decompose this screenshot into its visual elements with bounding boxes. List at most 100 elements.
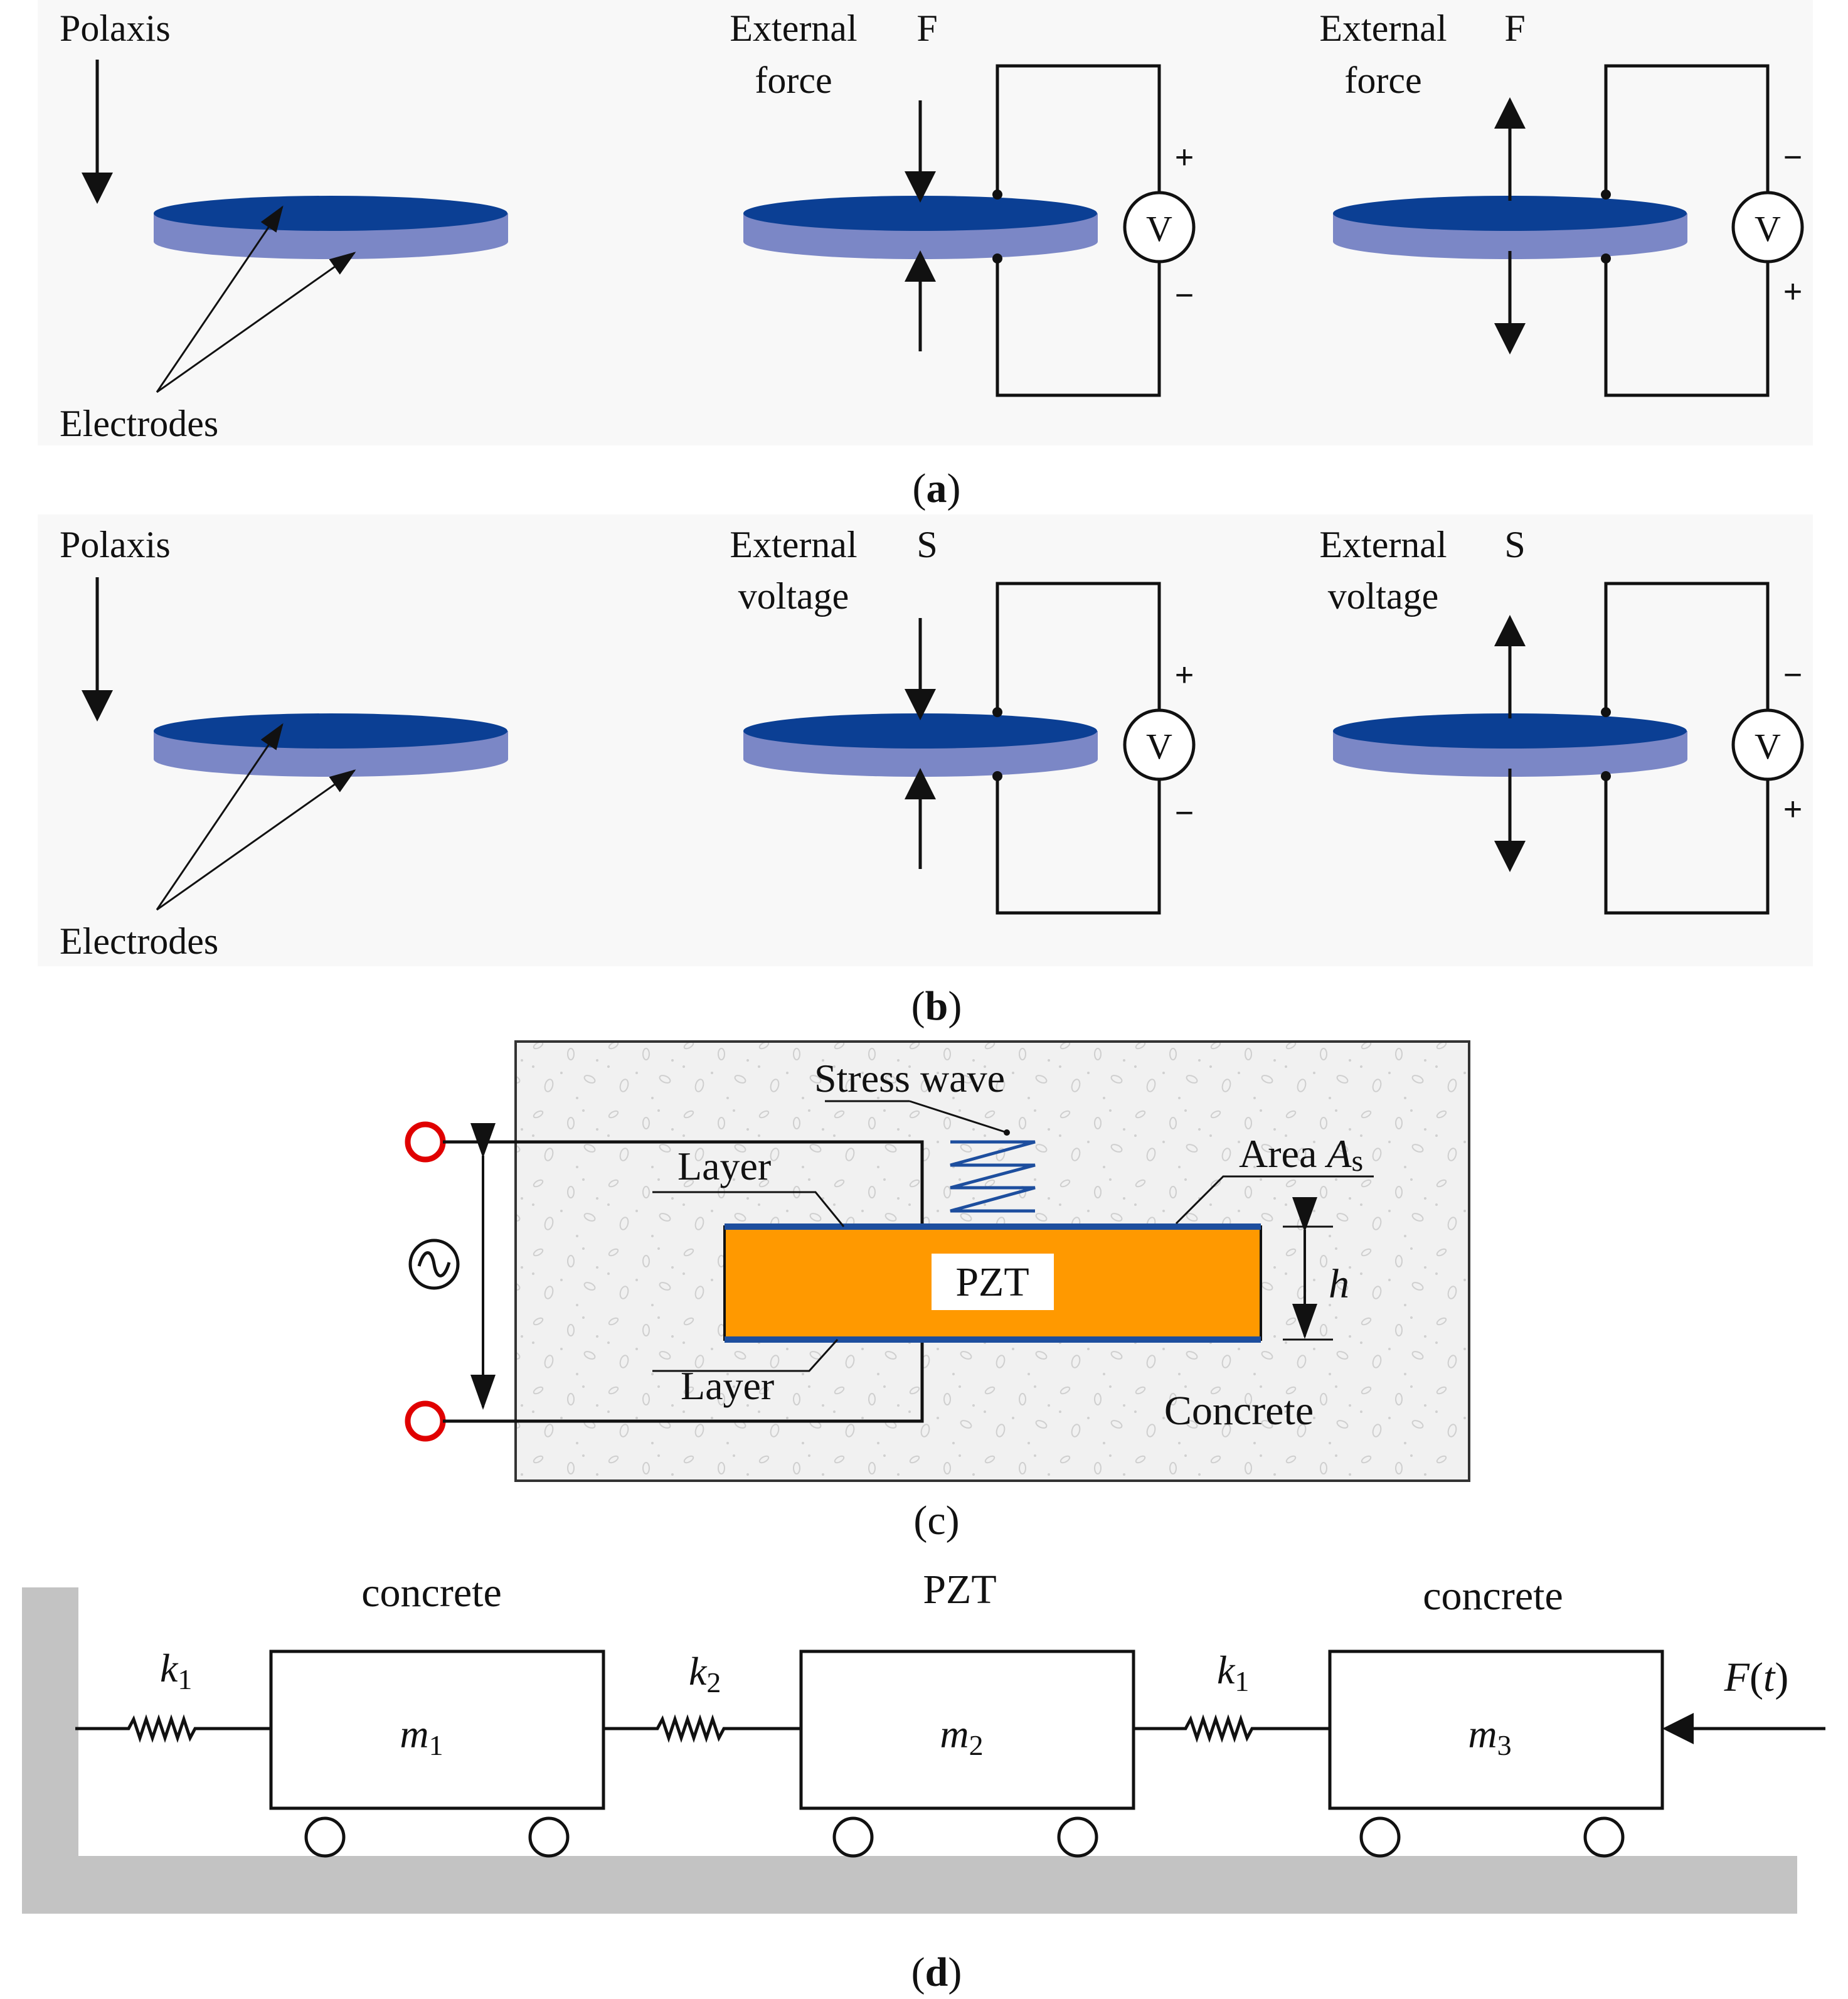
layer-top-label: Layer [677,1144,771,1188]
panel-a-right-tension: External force F V − + [1319,8,1804,397]
area-leader [1175,1175,1374,1225]
panel-a-caption: (a) [913,466,961,511]
electrode-contact-bottom [1601,771,1611,781]
polaxis-label: Polaxis [60,524,171,565]
polaxis-label: Polaxis [60,8,171,49]
terminal-bottom [405,1400,446,1442]
polarity-plus: + [1783,274,1802,310]
mass-label-concrete-2: concrete [1423,1573,1563,1619]
voltmeter-letter: V [1755,208,1781,249]
wheel-icon [528,1816,570,1858]
polarity-minus: − [1175,277,1194,314]
electrode-pointer-top [156,723,284,910]
mass-block-3: m3 [1328,1650,1664,1858]
area-label: Area As [1239,1131,1363,1178]
wheel-icon [1057,1816,1098,1858]
piezo-disk [154,196,508,260]
mass-block-1: m1 [269,1650,605,1858]
spring-k2-label: k2 [689,1649,721,1698]
polarity-minus: − [1783,139,1802,176]
panel-d: concrete PZT concrete k1 k2 k1 m1 m2 [22,1567,1825,1995]
height-symbol: h [1329,1261,1349,1307]
stress-wave-leader-dot [1004,1129,1010,1136]
concrete-label: Concrete [1164,1388,1314,1434]
panel-a: Polaxis Electrodes External force F [38,0,1813,511]
panel-a-left-unstressed-disk: Polaxis Electrodes [60,8,508,444]
wheel-icon [1583,1816,1625,1858]
electrode-contact-top [1601,189,1611,200]
voltmeter-icon [1731,191,1804,264]
panel-c-caption: (c) [913,1498,959,1543]
piezo-disk [743,196,1098,260]
panel-c: PZT h Stress wave Layer Layer Area As Co… [405,1040,1470,1543]
wheel-icon [1359,1816,1401,1858]
external-label-line1: External [1319,524,1447,565]
voltmeter-letter: V [1146,726,1172,767]
pzt-label-box [932,1254,1054,1310]
polarity-plus: + [1783,791,1802,828]
wheel-icon [832,1816,874,1858]
panel-b-left-unstressed-disk: Polaxis Electrodes [60,524,508,962]
polarity-minus: − [1783,657,1802,693]
panel-a-middle-compression: External force F V + − [730,8,1196,397]
external-force-label: F(t) [1724,1655,1789,1700]
external-label-line2: force [755,60,832,101]
electrode-pointer-bottom [156,252,356,393]
panel-b-caption: (b) [911,983,962,1029]
mass-block-2: m2 [799,1650,1135,1858]
polarity-plus: + [1175,139,1194,176]
polarity-plus: + [1175,657,1194,693]
force-symbol: F [1504,8,1525,49]
electrode-contact-bottom [992,253,1002,264]
wire-top [443,1140,924,1227]
mass-2-symbol: m2 [940,1712,983,1761]
voltmeter-letter: V [1755,726,1781,767]
stress-wave-leader-diag [909,1100,1007,1134]
external-label-line2: force [1344,60,1421,101]
wheel-icon [304,1816,346,1858]
ground-floor [22,1856,1797,1914]
panel-b-right-tension: External voltage S V − + [1319,524,1804,915]
layer-bottom-leader [652,1338,839,1372]
electrode-contact-bottom [1601,253,1611,264]
external-label-line1: External [730,8,857,49]
electrode-contact-top [992,189,1002,200]
spring-k1-right-label: k1 [1217,1648,1249,1697]
electrode-contact-top [1601,707,1611,717]
polarity-minus: − [1175,795,1194,831]
voltmeter-icon [1123,191,1196,264]
voltmeter-icon [1123,708,1196,781]
ac-source-icon [408,1239,460,1290]
spring-k1-left-label: k1 [160,1646,192,1695]
piezo-disk [743,713,1098,777]
spring-k2: k2 [603,1649,801,1743]
stress-wave-icon [950,1140,1036,1213]
external-label-line1: External [730,524,857,565]
voltmeter-letter: V [1146,208,1172,249]
panel-b-middle-compression: External voltage S V + − [730,524,1196,915]
external-label-line2: voltage [1328,575,1439,617]
piezo-disk [1333,713,1687,777]
mass-1-symbol: m1 [400,1712,443,1761]
piezo-disk [154,713,508,777]
spring-k1-right: k1 [1134,1648,1330,1743]
mass-label-pzt: PZT [923,1567,996,1613]
panel-b: Polaxis Electrodes External voltage S [38,514,1813,1029]
electrode-contact-top [992,707,1002,717]
piezo-disk [1333,196,1687,260]
voltmeter-icon [1731,708,1804,781]
layer-top-leader [652,1191,845,1227]
electrode-pointer-top [156,205,284,393]
stress-wave-label: Stress wave [814,1056,1005,1101]
mass-label-concrete-1: concrete [361,1570,502,1616]
mass-3-symbol: m3 [1468,1712,1511,1761]
pzt-label: PZT [955,1259,1029,1305]
wire-bottom [443,1340,924,1423]
force-symbol: F [916,8,937,49]
terminal-top [405,1121,446,1163]
strain-symbol: S [916,524,937,565]
electrodes-label: Electrodes [60,403,218,444]
strain-symbol: S [1504,524,1525,565]
electrode-contact-bottom [992,771,1002,781]
